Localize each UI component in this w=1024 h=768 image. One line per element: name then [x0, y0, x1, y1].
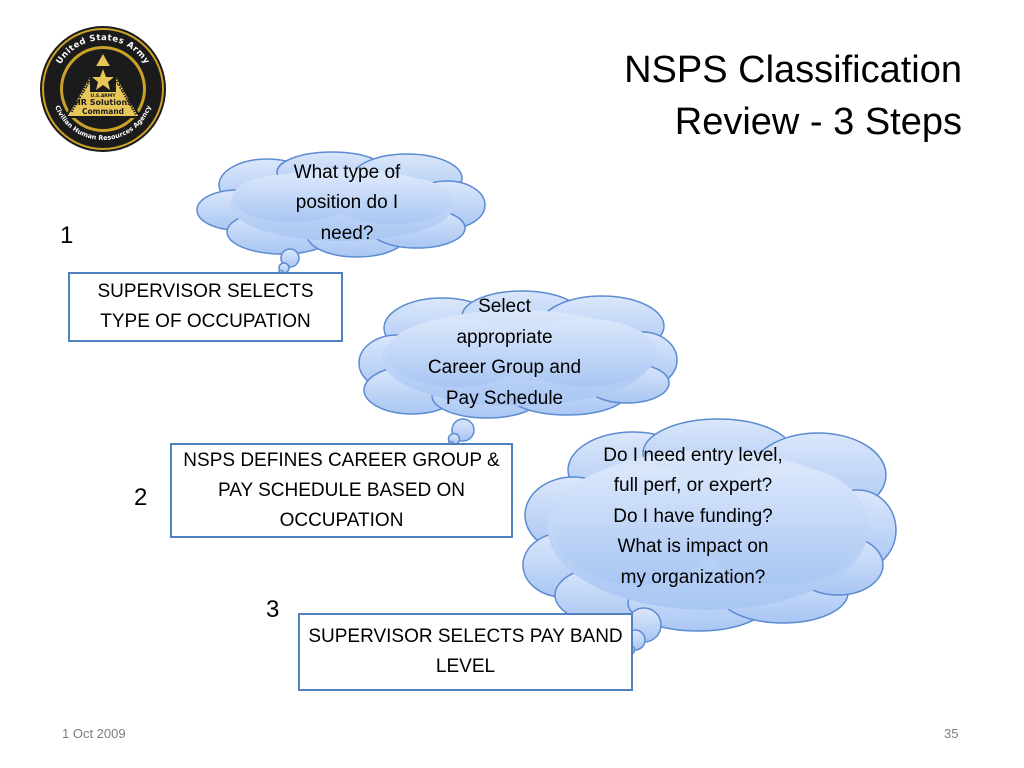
- cloud-2-line: Pay Schedule: [445, 387, 564, 409]
- step-3-text: SUPERVISOR SELECTS PAY BAND LEVEL: [308, 626, 623, 677]
- cloud-1-line: What type of: [293, 161, 401, 183]
- cloud-3-line: Do I have funding?: [613, 505, 773, 527]
- cloud-3-line: my organization?: [620, 566, 766, 588]
- cloud-3-line: full perf, or expert?: [613, 475, 773, 497]
- cloud-3-shape: [522, 418, 897, 656]
- step-number-2: 2: [134, 484, 148, 511]
- thought-cloud-1: What type of position do I need?: [192, 150, 492, 277]
- cloud-1-shape: [196, 151, 486, 277]
- step-2-text: NSPS DEFINES CAREER GROUP & PAY SCHEDULE…: [183, 449, 500, 531]
- cloud-2-line: Select: [478, 296, 531, 317]
- logo-line1: HR Solutions: [74, 98, 132, 107]
- logo-line2: Command: [82, 107, 124, 116]
- page-number: 35: [944, 726, 959, 741]
- step-box-3: SUPERVISOR SELECTS PAY BAND LEVEL: [298, 613, 633, 691]
- thought-cloud-2: Select appropriate Career Group and Pay …: [357, 288, 678, 448]
- slide-title: NSPS Classification Review - 3 Steps: [442, 44, 962, 148]
- cloud-3-line: Do I need entry level,: [603, 444, 783, 466]
- step-box-1: SUPERVISOR SELECTS TYPE OF OCCUPATION: [68, 272, 343, 342]
- thought-cloud-3: Do I need entry level, full perf, or exp…: [518, 415, 898, 660]
- footer-date: 1 Oct 2009: [62, 726, 126, 741]
- cloud-3-line: What is impact on: [617, 536, 769, 558]
- army-logo: United States Army Civilian Human Resour…: [38, 24, 168, 154]
- step-box-2: NSPS DEFINES CAREER GROUP & PAY SCHEDULE…: [170, 443, 513, 538]
- cloud-1-text: What type of position do I need?: [242, 156, 452, 251]
- cloud-2-line: appropriate: [456, 326, 553, 348]
- cloud-1-line: position do I: [295, 192, 399, 214]
- cloud-3-text: Do I need entry level, full perf, or exp…: [558, 437, 828, 597]
- cloud-2-shape: [358, 290, 678, 448]
- title-line-2: Review - 3 Steps: [674, 101, 962, 143]
- step-1-text: SUPERVISOR SELECTS TYPE OF OCCUPATION: [97, 281, 314, 332]
- step-number-1: 1: [60, 222, 74, 249]
- cloud-2-line: Career Group and: [427, 357, 582, 378]
- cloud-1-line: need?: [320, 222, 374, 244]
- cloud-2-text: Select appropriate Career Group and Pay …: [397, 292, 612, 414]
- logo-badge-text: U.S.ARMY: [91, 93, 117, 99]
- title-line-1: NSPS Classification: [624, 49, 962, 91]
- step-number-3: 3: [266, 596, 280, 623]
